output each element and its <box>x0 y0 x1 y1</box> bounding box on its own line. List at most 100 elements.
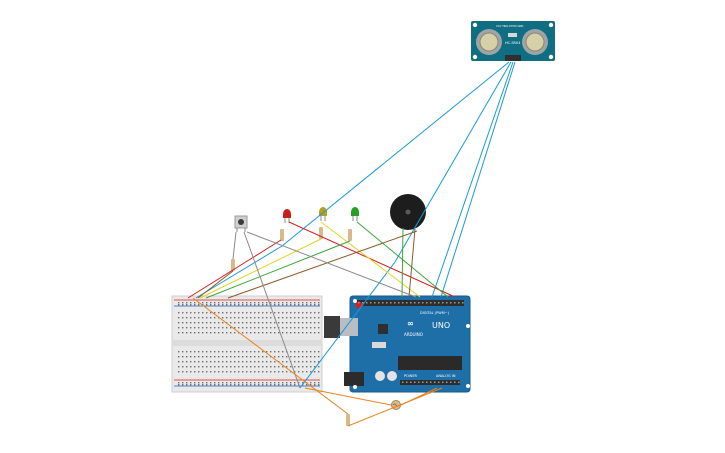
breadboard-hole <box>206 361 208 363</box>
breadboard-hole <box>186 366 188 368</box>
header-pin <box>462 302 464 304</box>
breadboard-hole <box>274 327 276 329</box>
breadboard[interactable] <box>171 295 323 393</box>
breadboard-hole <box>278 332 280 334</box>
header-pin <box>458 302 460 304</box>
breadboard-hole <box>246 384 248 386</box>
breadboard-hole <box>266 382 268 384</box>
breadboard-hole <box>218 356 220 358</box>
wire-sensor-vcc[interactable] <box>281 61 510 247</box>
led-yellow-icon[interactable] <box>319 207 327 221</box>
resistor-icon[interactable] <box>280 229 284 241</box>
breadboard-hole <box>194 371 196 373</box>
breadboard-hole <box>302 366 304 368</box>
breadboard-hole <box>310 327 312 329</box>
breadboard-hole <box>206 371 208 373</box>
resistor-icon[interactable] <box>346 414 350 426</box>
breadboard-hole <box>302 312 304 314</box>
led-green-icon[interactable] <box>351 207 359 221</box>
pushbutton-icon[interactable] <box>234 215 248 232</box>
wire-orange-resistor[interactable] <box>192 297 349 415</box>
breadboard-hole <box>234 366 236 368</box>
breadboard-hole <box>234 327 236 329</box>
breadboard-hole <box>294 304 296 306</box>
wire-brown-arduino[interactable] <box>408 228 416 298</box>
wire-yellow-led[interactable] <box>320 221 421 298</box>
breadboard-hole <box>310 382 312 384</box>
breadboard-hole <box>310 304 312 306</box>
wire-red-led[interactable] <box>288 221 456 298</box>
breadboard-hole <box>214 351 216 353</box>
breadboard-hole <box>238 371 240 373</box>
wire-orange-analog[interactable] <box>347 387 443 427</box>
resistor-icon[interactable] <box>231 259 235 271</box>
header-pin <box>390 302 392 304</box>
breadboard-hole <box>178 356 180 358</box>
resistor-icon[interactable] <box>348 229 352 241</box>
breadboard-hole <box>310 302 312 304</box>
breadboard-hole <box>318 322 320 324</box>
breadboard-hole <box>206 327 208 329</box>
wire-orange-ldr[interactable] <box>304 387 392 406</box>
wire-grey-breadboard[interactable] <box>243 231 301 389</box>
breadboard-hole <box>222 327 224 329</box>
breadboard-hole <box>258 382 260 384</box>
breadboard-hole <box>178 384 180 386</box>
wire-button-resistor[interactable] <box>232 231 237 260</box>
breadboard-hole <box>198 351 200 353</box>
breadboard-hole <box>282 317 284 319</box>
breadboard-hole <box>234 312 236 314</box>
breadboard-hole <box>182 371 184 373</box>
breadboard-hole <box>206 317 208 319</box>
arduino-uno[interactable]: ∞ ARDUINO UNO DIGITAL (PWM~) POWER ANALO… <box>324 295 471 393</box>
breadboard-hole <box>266 304 268 306</box>
breadboard-hole <box>298 361 300 363</box>
wire-blue-breadboard[interactable] <box>195 245 283 299</box>
wire-grey-button[interactable] <box>246 231 417 298</box>
breadboard-hole <box>190 371 192 373</box>
capacitor <box>387 371 397 381</box>
wire-resistor-breadboard[interactable] <box>197 270 234 299</box>
header-pin <box>406 302 408 304</box>
led-red-icon[interactable] <box>283 209 291 223</box>
breadboard-hole <box>262 302 264 304</box>
breadboard-hole <box>254 371 256 373</box>
breadboard-hole <box>194 332 196 334</box>
breadboard-hole <box>226 317 228 319</box>
breadboard-hole <box>214 327 216 329</box>
breadboard-hole <box>254 322 256 324</box>
breadboard-hole <box>278 384 280 386</box>
breadboard-hole <box>182 356 184 358</box>
piezo-buzzer-icon[interactable] <box>390 194 426 230</box>
wire-green-buzzer[interactable] <box>401 227 404 298</box>
breadboard-hole <box>290 312 292 314</box>
breadboard-hole <box>234 371 236 373</box>
breadboard-hole <box>226 371 228 373</box>
breadboard-hole <box>258 317 260 319</box>
breadboard-hole <box>254 361 256 363</box>
wire-green-breadboard[interactable] <box>205 240 351 299</box>
ultrasonic-sensor[interactable]: HC-SR04 VCC TRIG ECHO GND <box>471 21 555 61</box>
wire-red-breadboard[interactable] <box>187 239 282 299</box>
breadboard-hole <box>194 351 196 353</box>
breadboard-hole <box>222 366 224 368</box>
wire-yellow-breadboard[interactable] <box>199 238 322 299</box>
wire-orange-ldr-arduino[interactable] <box>400 387 438 406</box>
breadboard-hole <box>310 384 312 386</box>
breadboard-hole <box>234 361 236 363</box>
breadboard-hole <box>278 302 280 304</box>
breadboard-hole <box>290 351 292 353</box>
wire-sensor-echo[interactable] <box>431 61 514 298</box>
breadboard-hole <box>286 312 288 314</box>
breadboard-hole <box>218 327 220 329</box>
breadboard-hole <box>266 371 268 373</box>
breadboard-hole <box>222 382 224 384</box>
sensor-header <box>505 55 521 61</box>
wire-brown-buzzer[interactable] <box>227 230 418 299</box>
header-pin <box>394 302 396 304</box>
header-pin <box>450 381 452 383</box>
wire-sensor-trig[interactable] <box>394 61 512 263</box>
wire-sensor-gnd[interactable] <box>440 61 516 298</box>
breadboard-hole <box>266 366 268 368</box>
breadboard-hole <box>190 312 192 314</box>
